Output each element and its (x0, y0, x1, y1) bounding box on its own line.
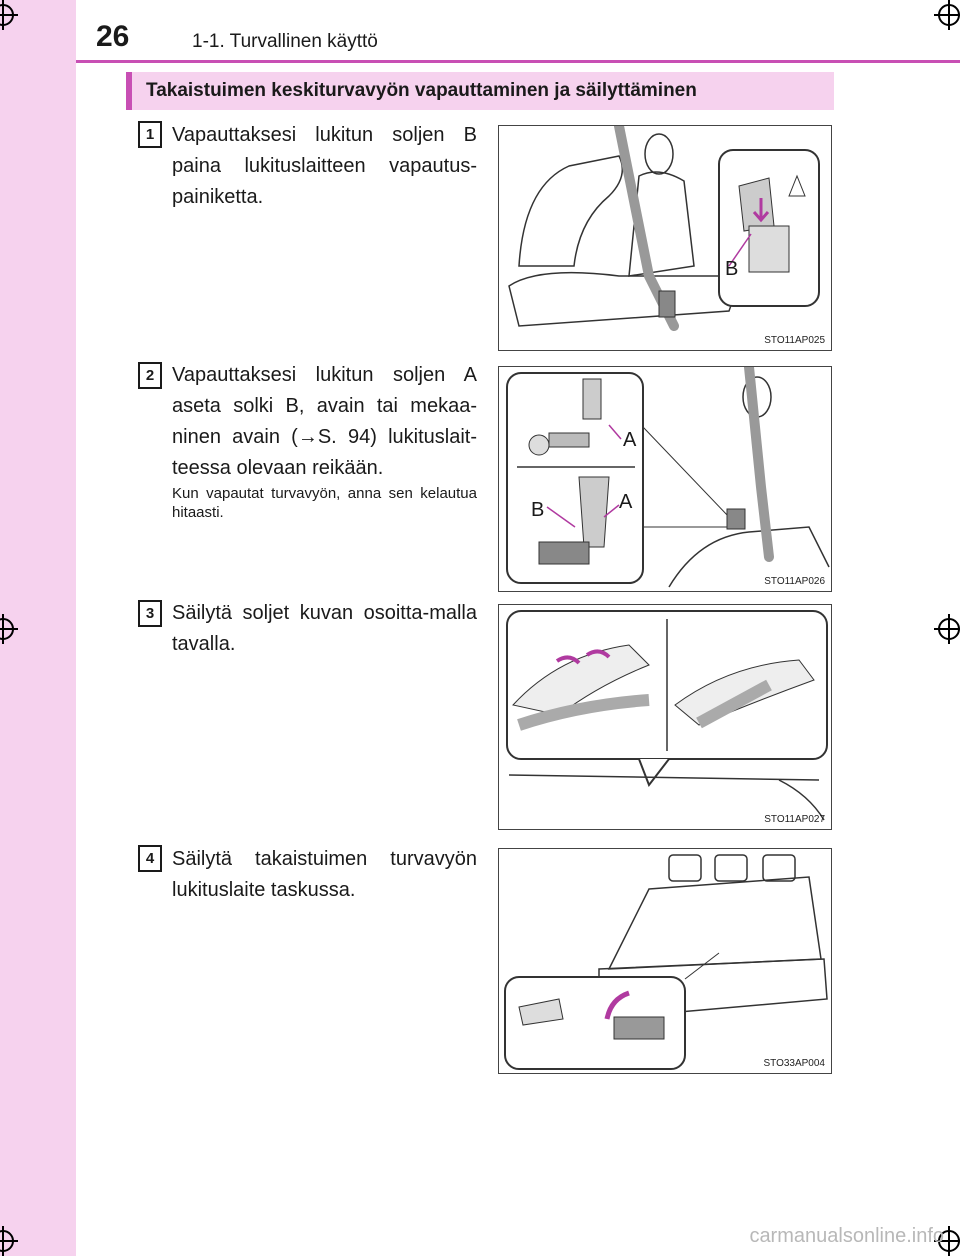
watermark: carmanualsonline.info (749, 1225, 944, 1247)
figure-release-buckle-b: B STO11AP025 (498, 125, 832, 351)
seat-illustration (508, 126, 820, 331)
step-number-3: 3 (138, 600, 162, 627)
chapter-title: 1-1. Turvallinen käyttö (192, 31, 378, 52)
figure-code: STO11AP027 (764, 814, 825, 825)
step-number-4: 4 (138, 845, 162, 872)
crop-mark (0, 614, 18, 644)
seat-illustration (504, 854, 828, 1070)
step-number-2: 2 (138, 362, 162, 389)
step-note-2: Kun vapautat turvavyön, anna sen kelautu… (172, 485, 477, 521)
figure-label-a-top: A (623, 429, 637, 451)
section-heading: Takaistuimen keskiturvavyön vapauttamine… (126, 72, 834, 110)
figure-code: STO11AP026 (764, 576, 825, 587)
crop-mark (0, 0, 18, 30)
crop-mark (934, 0, 960, 30)
figure-code: STO33AP004 (763, 1058, 825, 1069)
figure-label-a-bottom: A (619, 491, 633, 513)
step-text-4: Säilytä takaistuimen turvavyön lukitusla… (172, 848, 477, 901)
step-text-3: Säilytä soljet kuvan osoitta-malla taval… (172, 602, 477, 655)
seat-illustration (506, 610, 828, 821)
figure-pocket-storage: STO33AP004 (498, 848, 832, 1074)
step-text-2: Vapauttaksesi lukitun soljen A aseta sol… (172, 364, 477, 479)
header-rule (76, 60, 960, 63)
figure-release-buckle-a: A A B STO11AP026 (498, 366, 832, 592)
seat-illustration (506, 367, 830, 588)
figure-code: STO11AP025 (764, 335, 825, 346)
crop-mark (934, 1226, 960, 1256)
step-number-1: 1 (138, 121, 162, 148)
crop-mark (934, 614, 960, 644)
figure-label-b: B (725, 258, 739, 280)
step-text-1: Vapauttaksesi lukitun soljen B paina luk… (172, 124, 477, 208)
page-number: 26 (96, 20, 130, 53)
crop-mark (0, 1226, 18, 1256)
figure-store-buckles: STO11AP027 (498, 604, 832, 830)
figure-label-b: B (531, 499, 545, 521)
